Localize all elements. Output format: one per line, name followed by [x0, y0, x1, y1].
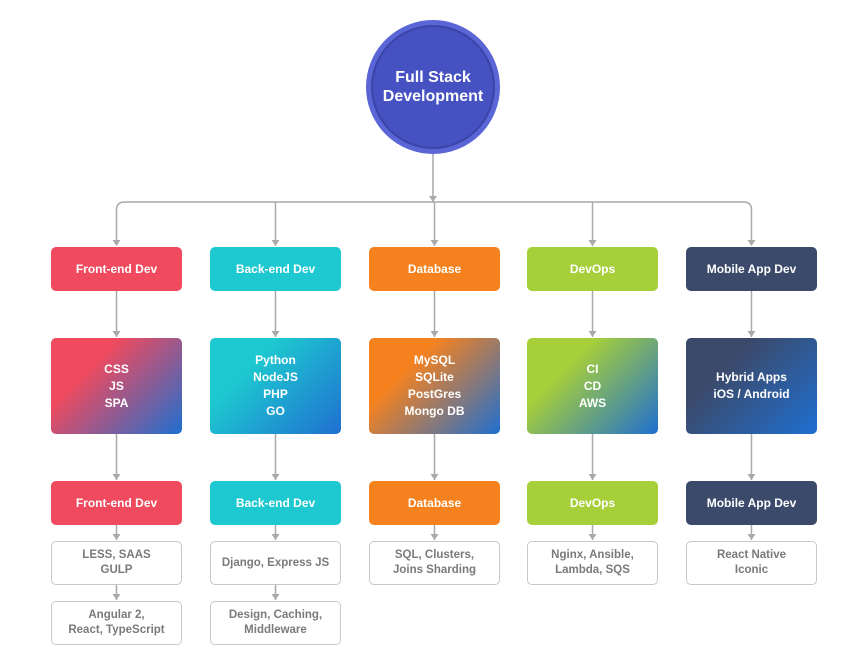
- tech-item: CI: [586, 361, 599, 376]
- front-end-dev-detail-box: Angular 2, React, TypeScript: [51, 601, 182, 645]
- arrow-head: [271, 534, 280, 540]
- devops-tech-box: CI CD AWS: [527, 338, 658, 434]
- arrow-head: [588, 534, 597, 540]
- tech-item: GO: [266, 404, 285, 418]
- arrow-head: [588, 474, 597, 480]
- back-end-dev-header: Back-end Dev: [210, 247, 341, 291]
- tech-item: NodeJS: [253, 370, 298, 384]
- tech-item: SQLite: [415, 370, 454, 384]
- mobile-app-dev-header: Mobile App Dev: [686, 247, 817, 291]
- tech-item: PHP: [263, 387, 288, 401]
- front-end-dev-subheader: Front-end Dev: [51, 481, 182, 525]
- devops-detail-box: Nginx, Ansible, Lambda, SQS: [527, 541, 658, 585]
- tech-item: CD: [583, 378, 602, 393]
- arrow-head: [747, 240, 756, 246]
- arrow-head: [271, 331, 280, 337]
- mobile-app-dev-detail-box: React Native Iconic: [686, 541, 817, 585]
- back-end-dev-subheader: Back-end Dev: [210, 481, 341, 525]
- arrow-head: [271, 474, 280, 480]
- front-end-dev-tech-box: CSS JS SPA: [51, 338, 182, 434]
- devops-subheader: DevOps: [527, 481, 658, 525]
- arrow-head: [747, 331, 756, 337]
- tech-item: AWS: [578, 395, 607, 410]
- front-end-dev-detail-box: LESS, SAAS GULP: [51, 541, 182, 585]
- tech-item: JS: [109, 378, 124, 393]
- arrow-head: [112, 594, 121, 600]
- root-title-line2: Development: [382, 88, 484, 105]
- tech-item: Hybrid Apps: [716, 370, 787, 384]
- arrow-head: [747, 534, 756, 540]
- arrow-head: [588, 331, 597, 337]
- arrow-head: [430, 474, 439, 480]
- tech-item: MySQL: [413, 353, 456, 367]
- mobile-app-dev-tech-box: Hybrid Apps iOS / Android: [686, 338, 817, 434]
- tech-item: iOS / Android: [713, 387, 790, 401]
- tech-item: CSS: [104, 361, 129, 376]
- database-header: Database: [369, 247, 500, 291]
- database-subheader: Database: [369, 481, 500, 525]
- tech-item: PostGres: [407, 387, 462, 401]
- devops-header: DevOps: [527, 247, 658, 291]
- back-end-dev-detail-box: Django, Express JS: [210, 541, 341, 585]
- arrow-head: [112, 331, 121, 337]
- tech-item: Mongo DB: [404, 404, 465, 418]
- root-node: Full Stack Development: [366, 20, 500, 154]
- back-end-dev-detail-box: Design, Caching, Middleware: [210, 601, 341, 645]
- arrow-head: [747, 474, 756, 480]
- tech-item: SPA: [104, 395, 129, 410]
- arrow-head: [430, 534, 439, 540]
- root-title-line1: Full Stack: [395, 69, 471, 86]
- mobile-app-dev-subheader: Mobile App Dev: [686, 481, 817, 525]
- database-detail-box: SQL, Clusters, Joins Sharding: [369, 541, 500, 585]
- tech-item: Python: [255, 353, 296, 367]
- arrow-head: [588, 240, 597, 246]
- front-end-dev-header: Front-end Dev: [51, 247, 182, 291]
- arrow-head: [112, 534, 121, 540]
- arrow-head: [430, 331, 439, 337]
- arrow-head: [271, 594, 280, 600]
- arrow-head: [112, 474, 121, 480]
- arrow-head: [429, 196, 437, 202]
- arrow-head: [112, 240, 121, 246]
- arrow-head: [271, 240, 280, 246]
- arrow-head: [430, 240, 439, 246]
